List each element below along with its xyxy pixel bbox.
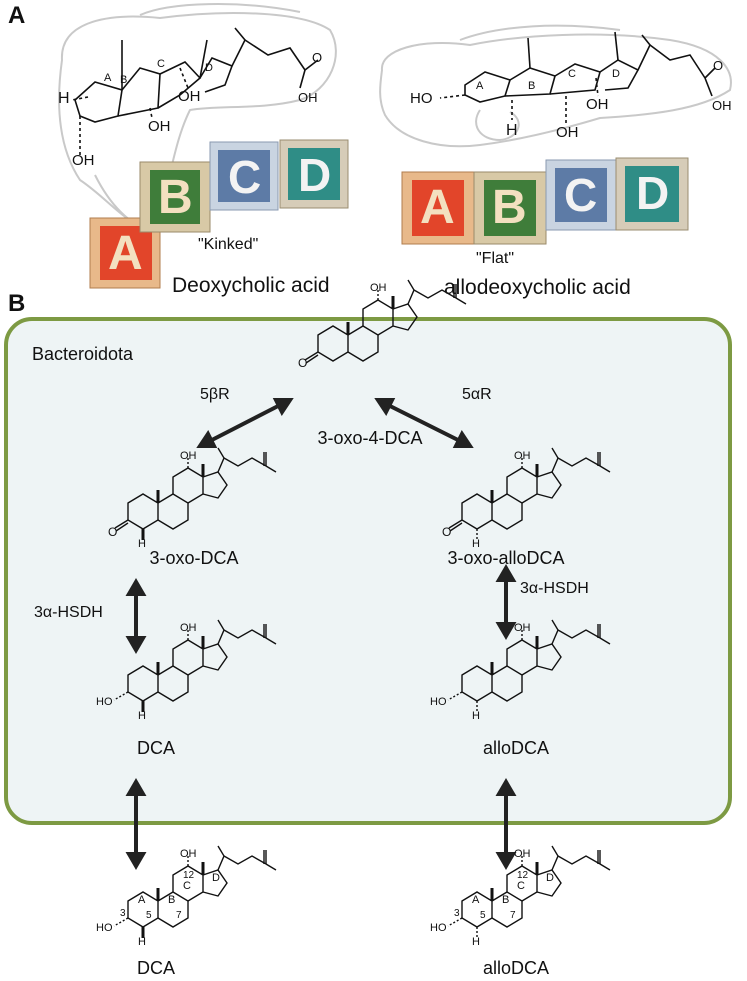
ring-label-b-left: B <box>120 74 128 86</box>
flat-label: "Flat" <box>476 250 515 267</box>
num-3-allodca: 3 <box>454 908 460 919</box>
oh-label-dca-in: OH <box>180 622 197 634</box>
h-label-dca-out: H <box>138 936 146 948</box>
ho-label-dca-in: HO <box>96 696 113 708</box>
ho3-label-right: HO <box>410 90 433 107</box>
compound-allodca-inside: alloDCA <box>482 738 550 758</box>
bacteroidota-box <box>4 317 732 825</box>
o-label-right: O <box>713 58 724 73</box>
h-label-right: H <box>506 122 518 139</box>
oh-label-3oxoallo: OH <box>514 450 531 462</box>
ring-label-c-right: C <box>568 68 576 80</box>
compound-3-oxo-4-dca: 3-oxo-4-DCA <box>317 428 423 448</box>
h-label-left: H <box>58 90 70 107</box>
block-d-right: D <box>636 167 670 219</box>
num-5-allodca: 5 <box>480 910 486 921</box>
o-label-4dca: O <box>298 356 308 370</box>
acid-oh-label-left: OH <box>298 90 318 105</box>
enzyme-3a-hsdh-left: 3α-HSDH <box>34 604 103 621</box>
panel-a-letter: A <box>8 2 26 29</box>
num-12-dca: 12 <box>183 870 195 881</box>
ho-label-allodca-out: HO <box>430 922 447 934</box>
oh7-label-left: OH <box>148 118 171 135</box>
block-c-left: C <box>228 151 262 203</box>
block-c-right: C <box>564 169 598 221</box>
o-label-left: O <box>312 50 323 65</box>
ho-label-dca-out: HO <box>96 922 113 934</box>
ring-a-dca: A <box>138 894 146 906</box>
oh-label-4dca: OH <box>370 282 387 294</box>
h-label-3oxoallo: H <box>472 538 480 550</box>
compound-allodca-outside: alloDCA <box>482 958 550 978</box>
num-12-allodca: 12 <box>517 870 529 881</box>
block-b-right: B <box>492 181 527 234</box>
num-5-dca: 5 <box>146 910 152 921</box>
enzyme-3a-hsdh-right: 3α-HSDH <box>520 580 589 597</box>
h-label-allodca-out: H <box>472 936 480 948</box>
h-label-allodca-in: H <box>472 710 480 722</box>
oh7-label-right: OH <box>556 124 579 141</box>
num-3-dca: 3 <box>120 908 126 919</box>
ho-label-allodca-in: HO <box>430 696 447 708</box>
deoxycholic-caption: Deoxycholic acid <box>172 274 330 297</box>
acid-oh-label-right: OH <box>712 98 732 113</box>
ring-label-d-right: D <box>612 68 620 80</box>
compound-dca-outside: DCA <box>136 958 175 978</box>
block-a-right: A <box>420 181 455 234</box>
block-a-left: A <box>108 227 143 280</box>
h-label-dca-in: H <box>138 710 146 722</box>
ring-c-dca: C <box>183 880 191 892</box>
compound-3-oxo-dca: 3-oxo-DCA <box>149 548 239 568</box>
o-label-3oxoallo: O <box>442 525 452 539</box>
ring-b-dca: B <box>168 894 176 906</box>
block-d-left: D <box>298 149 332 201</box>
panel-b-letter: B <box>8 290 26 317</box>
ring-a-allodca: A <box>472 894 480 906</box>
ring-c-allodca: C <box>517 880 525 892</box>
ring-label-a-right: A <box>476 80 484 92</box>
num-7-dca: 7 <box>176 910 182 921</box>
compound-3-oxo-allodca: 3-oxo-alloDCA <box>447 548 565 568</box>
block-b-left: B <box>158 171 193 224</box>
kinked-label: "Kinked" <box>198 236 259 253</box>
ring-label-b-right: B <box>528 80 536 92</box>
oh12-label-right: OH <box>586 96 609 113</box>
enzyme-5a-reductase: 5αR <box>462 386 492 403</box>
ring-label-d-left: D <box>205 62 213 74</box>
enzyme-5b-reductase: 5βR <box>200 386 230 403</box>
organism-label: Bacteroidota <box>32 344 134 364</box>
ring-label-c-left: C <box>157 58 165 70</box>
ring-b-allodca: B <box>502 894 510 906</box>
h-label-3oxo: H <box>138 538 146 550</box>
oh12-label-left: OH <box>178 88 201 105</box>
oh3-label-left: OH <box>72 152 95 169</box>
ring-d-allodca: D <box>546 872 554 884</box>
oh-label-3oxo: OH <box>180 450 197 462</box>
oh-label-allodca-in: OH <box>514 622 531 634</box>
ring-label-a-left: A <box>104 72 112 84</box>
compound-dca-inside: DCA <box>136 738 175 758</box>
oh-label-dca-out: OH <box>180 848 197 860</box>
o-label-3oxo: O <box>108 525 118 539</box>
num-7-allodca: 7 <box>510 910 516 921</box>
ring-d-dca: D <box>212 872 220 884</box>
allodeoxycholic-caption: allodeoxycholic acid <box>444 276 631 299</box>
oh-label-allodca-out: OH <box>514 848 531 860</box>
